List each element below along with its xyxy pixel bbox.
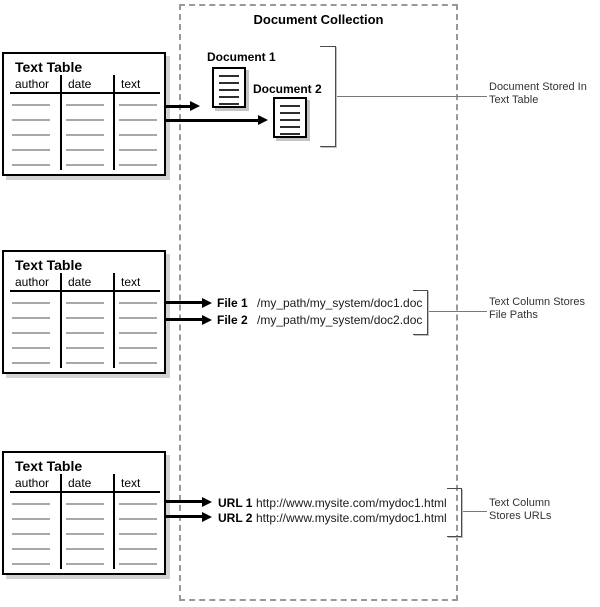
annotation-line: Stores URLs bbox=[489, 510, 552, 522]
column-divider bbox=[113, 273, 115, 368]
annotation-line: Text Column bbox=[489, 497, 551, 509]
column-divider bbox=[60, 474, 62, 569]
files-bracket bbox=[413, 290, 428, 335]
connector-line-documents bbox=[337, 96, 487, 97]
arrow-to-url1 bbox=[166, 500, 203, 503]
file2-path: /my_path/my_system/doc2.doc bbox=[257, 313, 423, 327]
document2-icon bbox=[273, 97, 307, 138]
arrow-to-file2 bbox=[166, 318, 203, 321]
url2-label: URL 2 bbox=[218, 511, 253, 525]
row-dashes-date bbox=[66, 503, 104, 567]
arrow-to-file1 bbox=[166, 301, 203, 304]
arrow-head-icon bbox=[202, 315, 212, 325]
file2-label: File 2 bbox=[217, 313, 248, 327]
url1-value: http://www.mysite.com/mydoc1.html bbox=[256, 496, 447, 510]
file1-label: File 1 bbox=[217, 296, 248, 310]
header-rule bbox=[10, 92, 160, 94]
arrow-to-document1 bbox=[166, 105, 190, 108]
row-dashes-text bbox=[119, 104, 157, 168]
urls-bracket bbox=[447, 488, 462, 537]
column-header-date: date bbox=[68, 275, 92, 289]
document-text-lines bbox=[280, 105, 300, 135]
row-dashes-date bbox=[66, 302, 104, 366]
arrow-head-icon bbox=[202, 512, 212, 522]
url1-label: URL 1 bbox=[218, 496, 253, 510]
row-dashes-text bbox=[119, 302, 157, 366]
row-dashes-author bbox=[12, 302, 50, 366]
row-dashes-date bbox=[66, 104, 104, 168]
annotation-line: Text Column Stores bbox=[489, 296, 585, 308]
column-divider bbox=[60, 273, 62, 368]
arrow-head-icon bbox=[202, 298, 212, 308]
column-divider bbox=[113, 474, 115, 569]
table-title: Text Table bbox=[15, 257, 83, 273]
document1-icon bbox=[212, 67, 246, 108]
table-title: Text Table bbox=[15, 458, 83, 474]
column-header-author: author bbox=[15, 275, 50, 289]
annotation-urls: Text Column Stores URLs bbox=[489, 497, 600, 523]
documents-bracket bbox=[320, 46, 336, 147]
arrow-head-icon bbox=[258, 115, 268, 125]
header-rule bbox=[10, 491, 160, 493]
column-divider bbox=[113, 75, 115, 170]
annotation-line: File Paths bbox=[489, 309, 538, 321]
connector-line-urls bbox=[463, 511, 487, 512]
url2-value: http://www.mysite.com/mydoc1.html bbox=[256, 511, 447, 525]
text-table-3: Text Table author date text bbox=[2, 451, 166, 575]
document-text-lines bbox=[219, 75, 239, 105]
column-header-date: date bbox=[68, 476, 92, 490]
row-dashes-author bbox=[12, 104, 50, 168]
column-header-date: date bbox=[68, 77, 92, 91]
text-table-1: Text Table author date text bbox=[2, 52, 166, 176]
column-divider bbox=[60, 75, 62, 170]
annotation-line: Document Stored In bbox=[489, 81, 587, 93]
column-header-text: text bbox=[121, 77, 141, 91]
collection-title: Document Collection bbox=[253, 12, 384, 27]
document2-label: Document 2 bbox=[253, 82, 322, 96]
arrow-head-icon bbox=[202, 497, 212, 507]
table-title: Text Table bbox=[15, 59, 83, 75]
header-rule bbox=[10, 290, 160, 292]
connector-line-files bbox=[429, 311, 487, 312]
row-dashes-text bbox=[119, 503, 157, 567]
annotation-file-paths: Text Column Stores File Paths bbox=[489, 296, 600, 322]
text-table-2: Text Table author date text bbox=[2, 250, 166, 374]
arrow-head-icon bbox=[190, 101, 200, 111]
arrow-to-url2 bbox=[166, 515, 203, 518]
column-header-text: text bbox=[121, 275, 141, 289]
column-header-author: author bbox=[15, 77, 50, 91]
document1-label: Document 1 bbox=[207, 50, 276, 64]
file1-path: /my_path/my_system/doc1.doc bbox=[257, 296, 423, 310]
arrow-to-document2 bbox=[164, 119, 258, 122]
column-header-text: text bbox=[121, 476, 141, 490]
column-header-author: author bbox=[15, 476, 50, 490]
row-dashes-author bbox=[12, 503, 50, 567]
annotation-document-stored: Document Stored In Text Table bbox=[489, 81, 600, 107]
annotation-line: Text Table bbox=[489, 94, 539, 106]
